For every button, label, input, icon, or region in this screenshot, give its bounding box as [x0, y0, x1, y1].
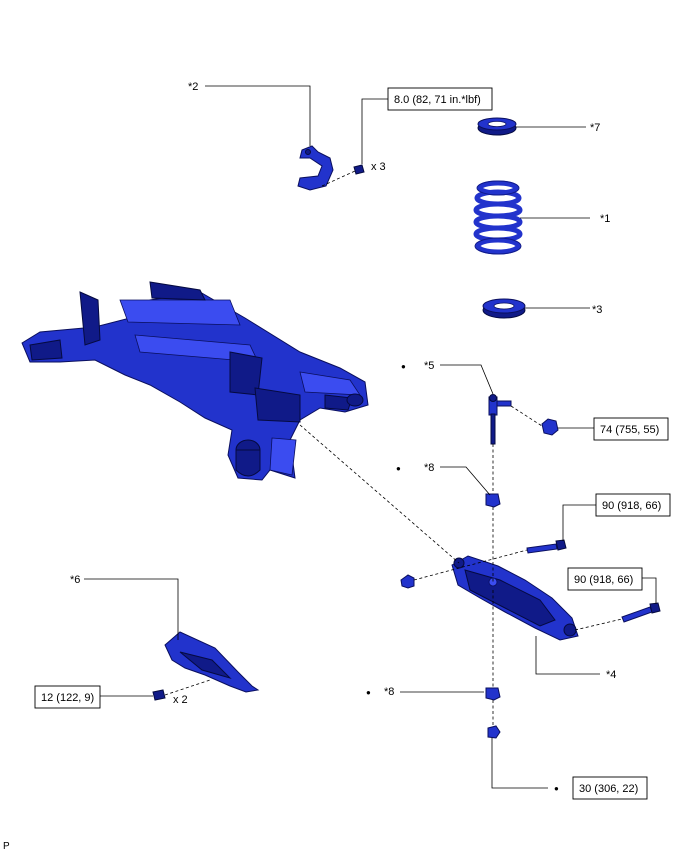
quantity-cover: x 2 — [173, 694, 188, 706]
figure-code: P — [3, 841, 10, 852]
rear-lower-arm — [451, 555, 579, 641]
arm-nut-left — [400, 574, 415, 589]
torque-spec-bracket: 8.0 (82, 71 in.*lbf) — [387, 87, 493, 111]
torque-text-bottom-nut: 30 (306, 22) — [579, 783, 638, 795]
lower-cushion — [485, 687, 501, 701]
callout-p5: *5 — [424, 360, 434, 372]
torque-text-cover-bolt: 12 (122, 9) — [41, 692, 94, 704]
cover-bolt — [152, 689, 166, 701]
bullet-bottom-nut: ● — [554, 784, 559, 793]
lower-insulator — [482, 298, 526, 319]
bracket-part — [297, 145, 334, 191]
stabilizer-link — [488, 394, 512, 445]
upper-insulator — [477, 117, 517, 136]
callout-p2: *2 — [188, 81, 198, 93]
bottom-nut — [487, 725, 501, 739]
callout-p1: *1 — [600, 213, 610, 225]
torque-text-link-nut: 74 (755, 55) — [600, 424, 659, 436]
callout-p3: *3 — [592, 304, 602, 316]
coil-spring — [473, 180, 523, 255]
bullet-p5: ● — [401, 362, 406, 371]
callout-p7: *7 — [590, 122, 600, 134]
arm-bolt-lower — [621, 602, 661, 623]
torque-spec-bottom-nut: 30 (306, 22) — [572, 776, 648, 800]
link-nut — [541, 418, 559, 436]
torque-spec-link-nut: 74 (755, 55) — [593, 417, 669, 441]
callout-p8-upper: *8 — [424, 462, 434, 474]
torque-spec-bolt-upper: 90 (918, 66) — [595, 493, 671, 517]
cover-part — [164, 631, 260, 693]
torque-text-bolt-lower: 90 (918, 66) — [574, 574, 633, 586]
bullet-p8-upper: ● — [396, 464, 401, 473]
bullet-p8-lower: ● — [366, 688, 371, 697]
upper-cushion — [485, 493, 501, 508]
assembly-lines — [164, 170, 623, 726]
callout-p8-lower: *8 — [384, 686, 394, 698]
arm-bolt-upper — [526, 539, 567, 554]
bracket-bolt — [353, 164, 365, 175]
torque-text-bracket: 8.0 (82, 71 in.*lbf) — [394, 94, 481, 106]
torque-spec-cover-bolt: 12 (122, 9) — [34, 685, 101, 709]
callout-p6: *6 — [70, 574, 80, 586]
torque-text-bolt-upper: 90 (918, 66) — [602, 500, 661, 512]
callout-p4: *4 — [606, 669, 616, 681]
rear-suspension-member — [21, 281, 369, 481]
torque-spec-bolt-lower: 90 (918, 66) — [567, 567, 643, 591]
quantity-bracket: x 3 — [371, 161, 386, 173]
leader-lines — [84, 85, 657, 789]
